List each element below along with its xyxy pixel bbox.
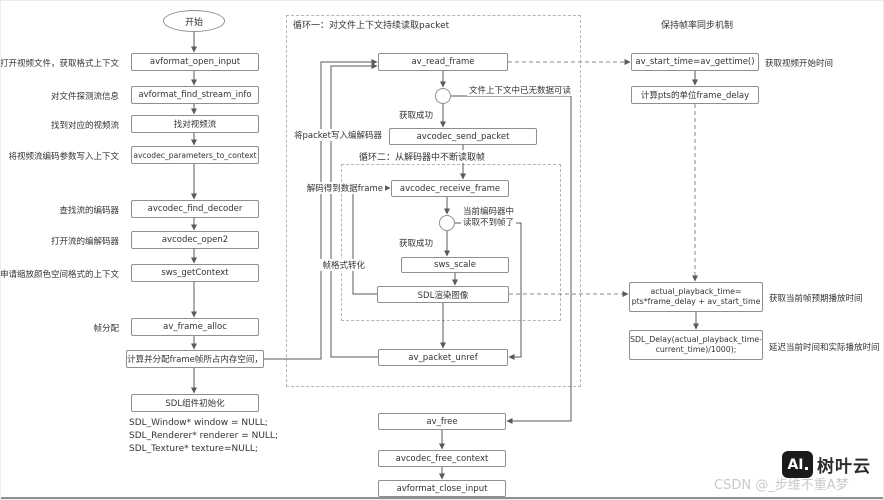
node-av-packet-unref: av_packet_unref	[378, 349, 508, 366]
node-actual-playback-time: actual_playback_time= pts*frame_delay + …	[629, 282, 763, 312]
ai-logo-text: AI	[787, 456, 804, 473]
annotation-receive-frame: 解码得到数据frame	[304, 182, 385, 194]
node-sdl-render: SDL渲染图像	[377, 286, 509, 303]
annotation-sws-scale: 帧格式转化	[320, 259, 367, 271]
node-avcodec-open2: avcodec_open2	[131, 231, 259, 249]
delay-line1: SDL_Delay(actual_playback_time-	[630, 335, 762, 344]
annotation-probe-stream: 对文件探测流信息	[50, 92, 119, 102]
annotation-sws-context: 申请缩放颜色空间格式的上下文	[0, 270, 119, 280]
sync-title: 保持帧率同步机制	[661, 21, 734, 31]
node-av-start-time: av_start_time=av_gettime()	[631, 53, 759, 71]
node-avformat-close-input: avformat_close_input	[378, 480, 506, 497]
playback-line2: pts*frame_delay + av_start_time	[631, 297, 761, 306]
label-read-success: 获取成功	[399, 111, 434, 121]
annotation-open-codec: 打开流的编解码器	[50, 237, 119, 247]
start-node: 开始	[163, 10, 225, 32]
decision-read-frame	[435, 88, 451, 104]
code-line-renderer: SDL_Renderer* renderer = NULL;	[129, 431, 278, 441]
sdl-code-block: SDL_Window* window = NULL; SDL_Renderer*…	[129, 417, 278, 456]
node-av-frame-alloc: av_frame_alloc	[131, 318, 259, 336]
loop2-title: 循环二：从解码器中不断读取帧	[357, 150, 488, 163]
node-avcodec-send-packet: avcodec_send_packet	[389, 128, 537, 145]
node-avcodec-free-context: avcodec_free_context	[378, 450, 506, 467]
node-avcodec-parameters-to-context: avcodec_parameters_to_context	[131, 146, 259, 164]
node-find-video-stream: 找对视频流	[131, 115, 259, 133]
annotation-delay: 延迟当前时间和实际播放时间	[769, 343, 880, 353]
node-avformat-find-stream-info: avformat_find_stream_info	[131, 86, 259, 104]
delay-line2: current_time)/1000);	[655, 345, 737, 354]
loop1-title: 循环一：对文件上下文持续读取packet	[291, 18, 452, 31]
node-alloc-frame-memory: 计算并分配frame帧所占内存空间，	[126, 350, 264, 368]
node-avformat-open-input: avformat_open_input	[131, 53, 259, 71]
ai-logo-badge: AI	[782, 451, 813, 478]
annotation-frame-alloc: 帧分配	[93, 324, 119, 334]
node-frame-delay: 计算pts的单位frame_delay	[631, 86, 759, 104]
node-av-free: av_free	[378, 413, 506, 430]
annotation-write-params: 将视频流编码参数写入上下文	[8, 152, 119, 162]
node-sws-getcontext: sws_getContext	[131, 264, 259, 282]
node-sdl-init: SDL组件初始化	[131, 394, 259, 412]
node-avcodec-receive-frame: avcodec_receive_frame	[391, 180, 509, 197]
csdn-watermark: CSDN @_步维不重A梦	[714, 478, 849, 493]
annotation-find-decoder: 查找流的编码器	[59, 206, 119, 216]
playback-line1: actual_playback_time=	[650, 287, 742, 296]
code-line-window: SDL_Window* window = NULL;	[129, 418, 268, 428]
label-no-frame: 当前编码器中 读取不到帧了	[461, 207, 517, 229]
label-receive-success: 获取成功	[399, 239, 434, 249]
bottom-gray-bar	[1, 497, 883, 499]
annotation-start-time: 获取视频开始时间	[765, 59, 834, 69]
annotation-send-packet: 将packet写入编解码器	[292, 129, 384, 141]
annotation-find-stream: 找到对应的视频流	[50, 121, 119, 131]
shuyeyun-logo: AI 树叶云	[782, 451, 871, 478]
annotation-open-file: 打开视频文件，获取格式上下文	[0, 59, 119, 69]
label-no-frame-line1: 当前编码器中	[463, 207, 515, 217]
annotation-playback-time: 获取当前帧预期播放时间	[769, 294, 863, 304]
node-av-read-frame: av_read_frame	[378, 53, 508, 71]
label-no-frame-line2: 读取不到帧了	[463, 218, 515, 228]
label-no-data: 文件上下文中已无数据可读	[467, 84, 574, 96]
decision-receive-frame	[439, 215, 455, 231]
logo-name-text: 树叶云	[817, 457, 871, 477]
node-sws-scale: sws_scale	[401, 257, 509, 273]
ai-logo-dot	[804, 467, 808, 470]
node-sdl-delay: SDL_Delay(actual_playback_time- current_…	[629, 330, 763, 360]
code-line-texture: SDL_Texture* texture=NULL;	[129, 444, 258, 454]
node-avcodec-find-decoder: avcodec_find_decoder	[131, 200, 259, 218]
